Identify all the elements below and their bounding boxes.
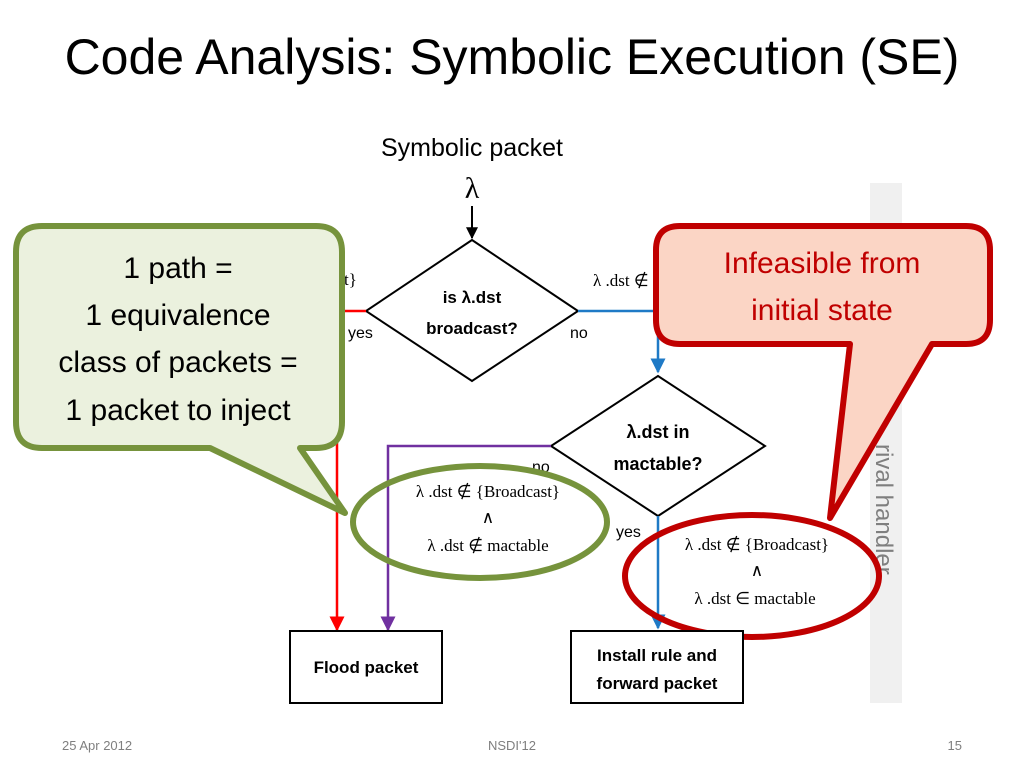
- callout-left-line2: 1 equivalence: [85, 299, 270, 332]
- no-path-condition-line3: λ .dst ∉ mactable: [427, 536, 548, 555]
- footer-date: 25 Apr 2012: [62, 738, 133, 753]
- equivalence-callout: [13, 223, 348, 516]
- decision-mactable-line1: λ.dst in: [626, 422, 689, 442]
- slide-number: 15: [947, 738, 962, 753]
- callout-left-line3: class of packets =: [58, 346, 297, 379]
- footer-center: NSDI'12: [487, 738, 536, 753]
- yes-label-1: yes: [348, 325, 373, 342]
- decision-mactable-line2: mactable?: [613, 454, 702, 474]
- install-rule-line2: forward packet: [597, 674, 718, 693]
- left-branch-partial: t}: [344, 270, 357, 289]
- no-path-purple: [380, 444, 551, 632]
- lambda-symbol: λ: [465, 172, 480, 205]
- decision-broadcast-line1: is λ.dst: [443, 288, 502, 307]
- decision-broadcast-line2: broadcast?: [426, 319, 518, 338]
- slide-title: Code Analysis: Symbolic Execution (SE): [64, 29, 960, 85]
- symbolic-packet-label: Symbolic packet: [381, 134, 563, 162]
- yes-path-condition-line1: λ .dst ∉ {Broadcast}: [685, 535, 829, 554]
- decision-mactable: [549, 374, 767, 518]
- green-highlight-ellipse: [350, 463, 610, 581]
- flood-packet-box: [289, 630, 443, 704]
- no-path-blue: [578, 309, 666, 374]
- flood-packet-label: Flood packet: [314, 658, 419, 677]
- decision-broadcast: [364, 238, 580, 383]
- yes-path-condition-line2: ∧: [751, 561, 763, 580]
- no-path-condition-line2: ∧: [482, 508, 494, 527]
- infeasible-callout: [653, 223, 993, 521]
- yes-path-condition-line3: λ .dst ∈ mactable: [694, 589, 815, 608]
- yes-label-2: yes: [616, 524, 641, 541]
- red-highlight-ellipse: [622, 512, 882, 640]
- callout-right-line2: initial state: [751, 294, 893, 327]
- callout-right-line1: Infeasible from: [724, 247, 921, 280]
- no-path-condition-line1: λ .dst ∉ {Broadcast}: [416, 482, 560, 501]
- right-branch-partial: λ .dst ∉: [593, 271, 649, 290]
- no-label-1: no: [570, 325, 588, 342]
- callout-left-line4: 1 packet to inject: [65, 394, 291, 427]
- install-rule-box: [570, 630, 744, 704]
- install-rule-line1: Install rule and: [597, 646, 717, 665]
- callout-left-line1: 1 path =: [123, 252, 232, 285]
